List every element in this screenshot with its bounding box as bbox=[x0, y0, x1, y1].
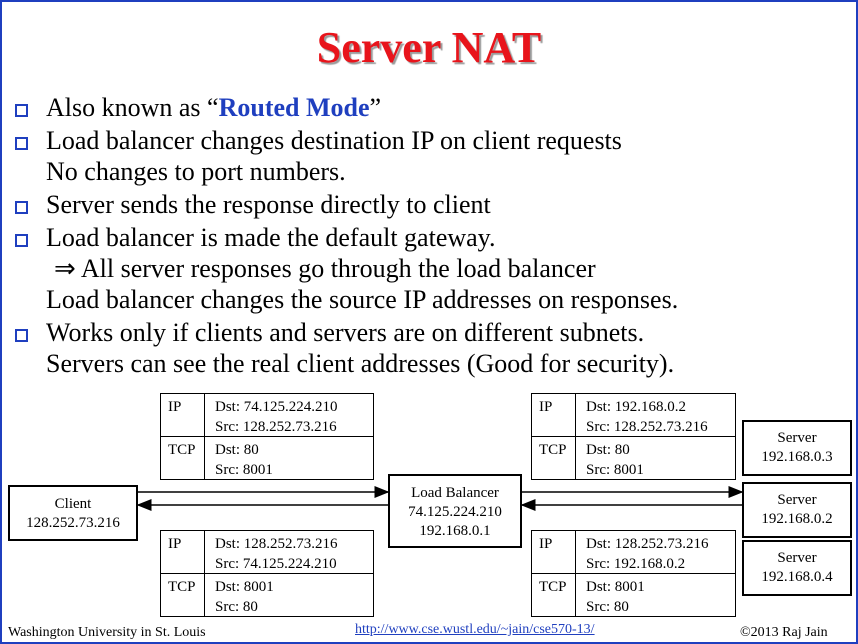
server-ip: 192.168.0.2 bbox=[761, 511, 833, 527]
routed-mode-highlight: Routed Mode bbox=[218, 93, 370, 122]
client-label: Client bbox=[54, 496, 92, 512]
tcp-header-row: TCP Dst: 8001 Src: 80 bbox=[161, 574, 373, 616]
implies-arrow-icon: ⇒ bbox=[54, 254, 76, 283]
bullet-line: Works only if clients and servers are on… bbox=[46, 318, 645, 347]
server-label: Server bbox=[777, 430, 817, 446]
ip-header-row: IP Dst: 192.168.0.2 Src: 128.252.73.216 bbox=[532, 394, 735, 437]
packet-server-request: IP Dst: 192.168.0.2 Src: 128.252.73.216 … bbox=[531, 393, 736, 480]
footer-copyright: ©2013 Raj Jain bbox=[740, 625, 828, 640]
bullet-item: Load balancer changes destination IP on … bbox=[14, 125, 849, 187]
ip-header-row: IP Dst: 128.252.73.216 Src: 192.168.0.2 bbox=[532, 531, 735, 574]
server-box: Server 192.168.0.4 bbox=[742, 540, 852, 596]
server-label: Server bbox=[777, 492, 817, 508]
tcp-header-row: TCP Dst: 80 Src: 8001 bbox=[161, 437, 373, 479]
bullet-line: Load balancer is made the default gatewa… bbox=[46, 223, 496, 252]
bullet-line: ⇒ All server responses go through the lo… bbox=[54, 254, 596, 283]
bullet-item: Works only if clients and servers are on… bbox=[14, 317, 849, 379]
server-box: Server 192.168.0.3 bbox=[742, 420, 852, 476]
bullet-line: No changes to port numbers. bbox=[46, 157, 346, 186]
client-box: Client 128.252.73.216 bbox=[8, 485, 138, 541]
square-bullet-icon bbox=[15, 234, 28, 247]
tcp-header-row: TCP Dst: 80 Src: 8001 bbox=[532, 437, 735, 479]
square-bullet-icon bbox=[15, 137, 28, 150]
load-balancer-label: Load Balancer bbox=[411, 485, 499, 501]
ip-header-row: IP Dst: 74.125.224.210 Src: 128.252.73.2… bbox=[161, 394, 373, 437]
footer-course-link[interactable]: http://www.cse.wustl.edu/~jain/cse570-13… bbox=[355, 622, 595, 637]
tcp-header-row: TCP Dst: 8001 Src: 80 bbox=[532, 574, 735, 616]
footer-institution: Washington University in St. Louis bbox=[8, 625, 206, 640]
load-balancer-private-ip: 192.168.0.1 bbox=[419, 523, 491, 539]
packet-server-response: IP Dst: 128.252.73.216 Src: 192.168.0.2 … bbox=[531, 530, 736, 617]
load-balancer-box: Load Balancer 74.125.224.210 192.168.0.1 bbox=[388, 474, 522, 548]
bullet-line: Server sends the response directly to cl… bbox=[46, 190, 491, 219]
bullet-item: Server sends the response directly to cl… bbox=[14, 189, 849, 220]
bullet-item: Load balancer is made the default gatewa… bbox=[14, 222, 849, 315]
load-balancer-public-ip: 74.125.224.210 bbox=[408, 504, 502, 520]
bullet-list: Also known as “Routed Mode” Load balance… bbox=[14, 92, 849, 381]
slide-title: Server NAT bbox=[316, 23, 542, 72]
client-ip: 128.252.73.216 bbox=[26, 515, 120, 531]
square-bullet-icon bbox=[15, 104, 28, 117]
server-ip: 192.168.0.4 bbox=[761, 569, 833, 585]
bullet-line: Also known as “Routed Mode” bbox=[46, 93, 382, 122]
packet-client-request: IP Dst: 74.125.224.210 Src: 128.252.73.2… bbox=[160, 393, 374, 480]
server-ip: 192.168.0.3 bbox=[761, 449, 833, 465]
server-label: Server bbox=[777, 550, 817, 566]
server-box-active: Server 192.168.0.2 bbox=[742, 482, 852, 538]
bullet-line: Servers can see the real client addresse… bbox=[46, 349, 675, 378]
bullet-line: Load balancer changes the source IP addr… bbox=[46, 285, 679, 314]
bullet-line: Load balancer changes destination IP on … bbox=[46, 126, 622, 155]
bullet-item: Also known as “Routed Mode” bbox=[14, 92, 849, 123]
packet-client-response: IP Dst: 128.252.73.216 Src: 74.125.224.2… bbox=[160, 530, 374, 617]
square-bullet-icon bbox=[15, 201, 28, 214]
ip-header-row: IP Dst: 128.252.73.216 Src: 74.125.224.2… bbox=[161, 531, 373, 574]
square-bullet-icon bbox=[15, 329, 28, 342]
